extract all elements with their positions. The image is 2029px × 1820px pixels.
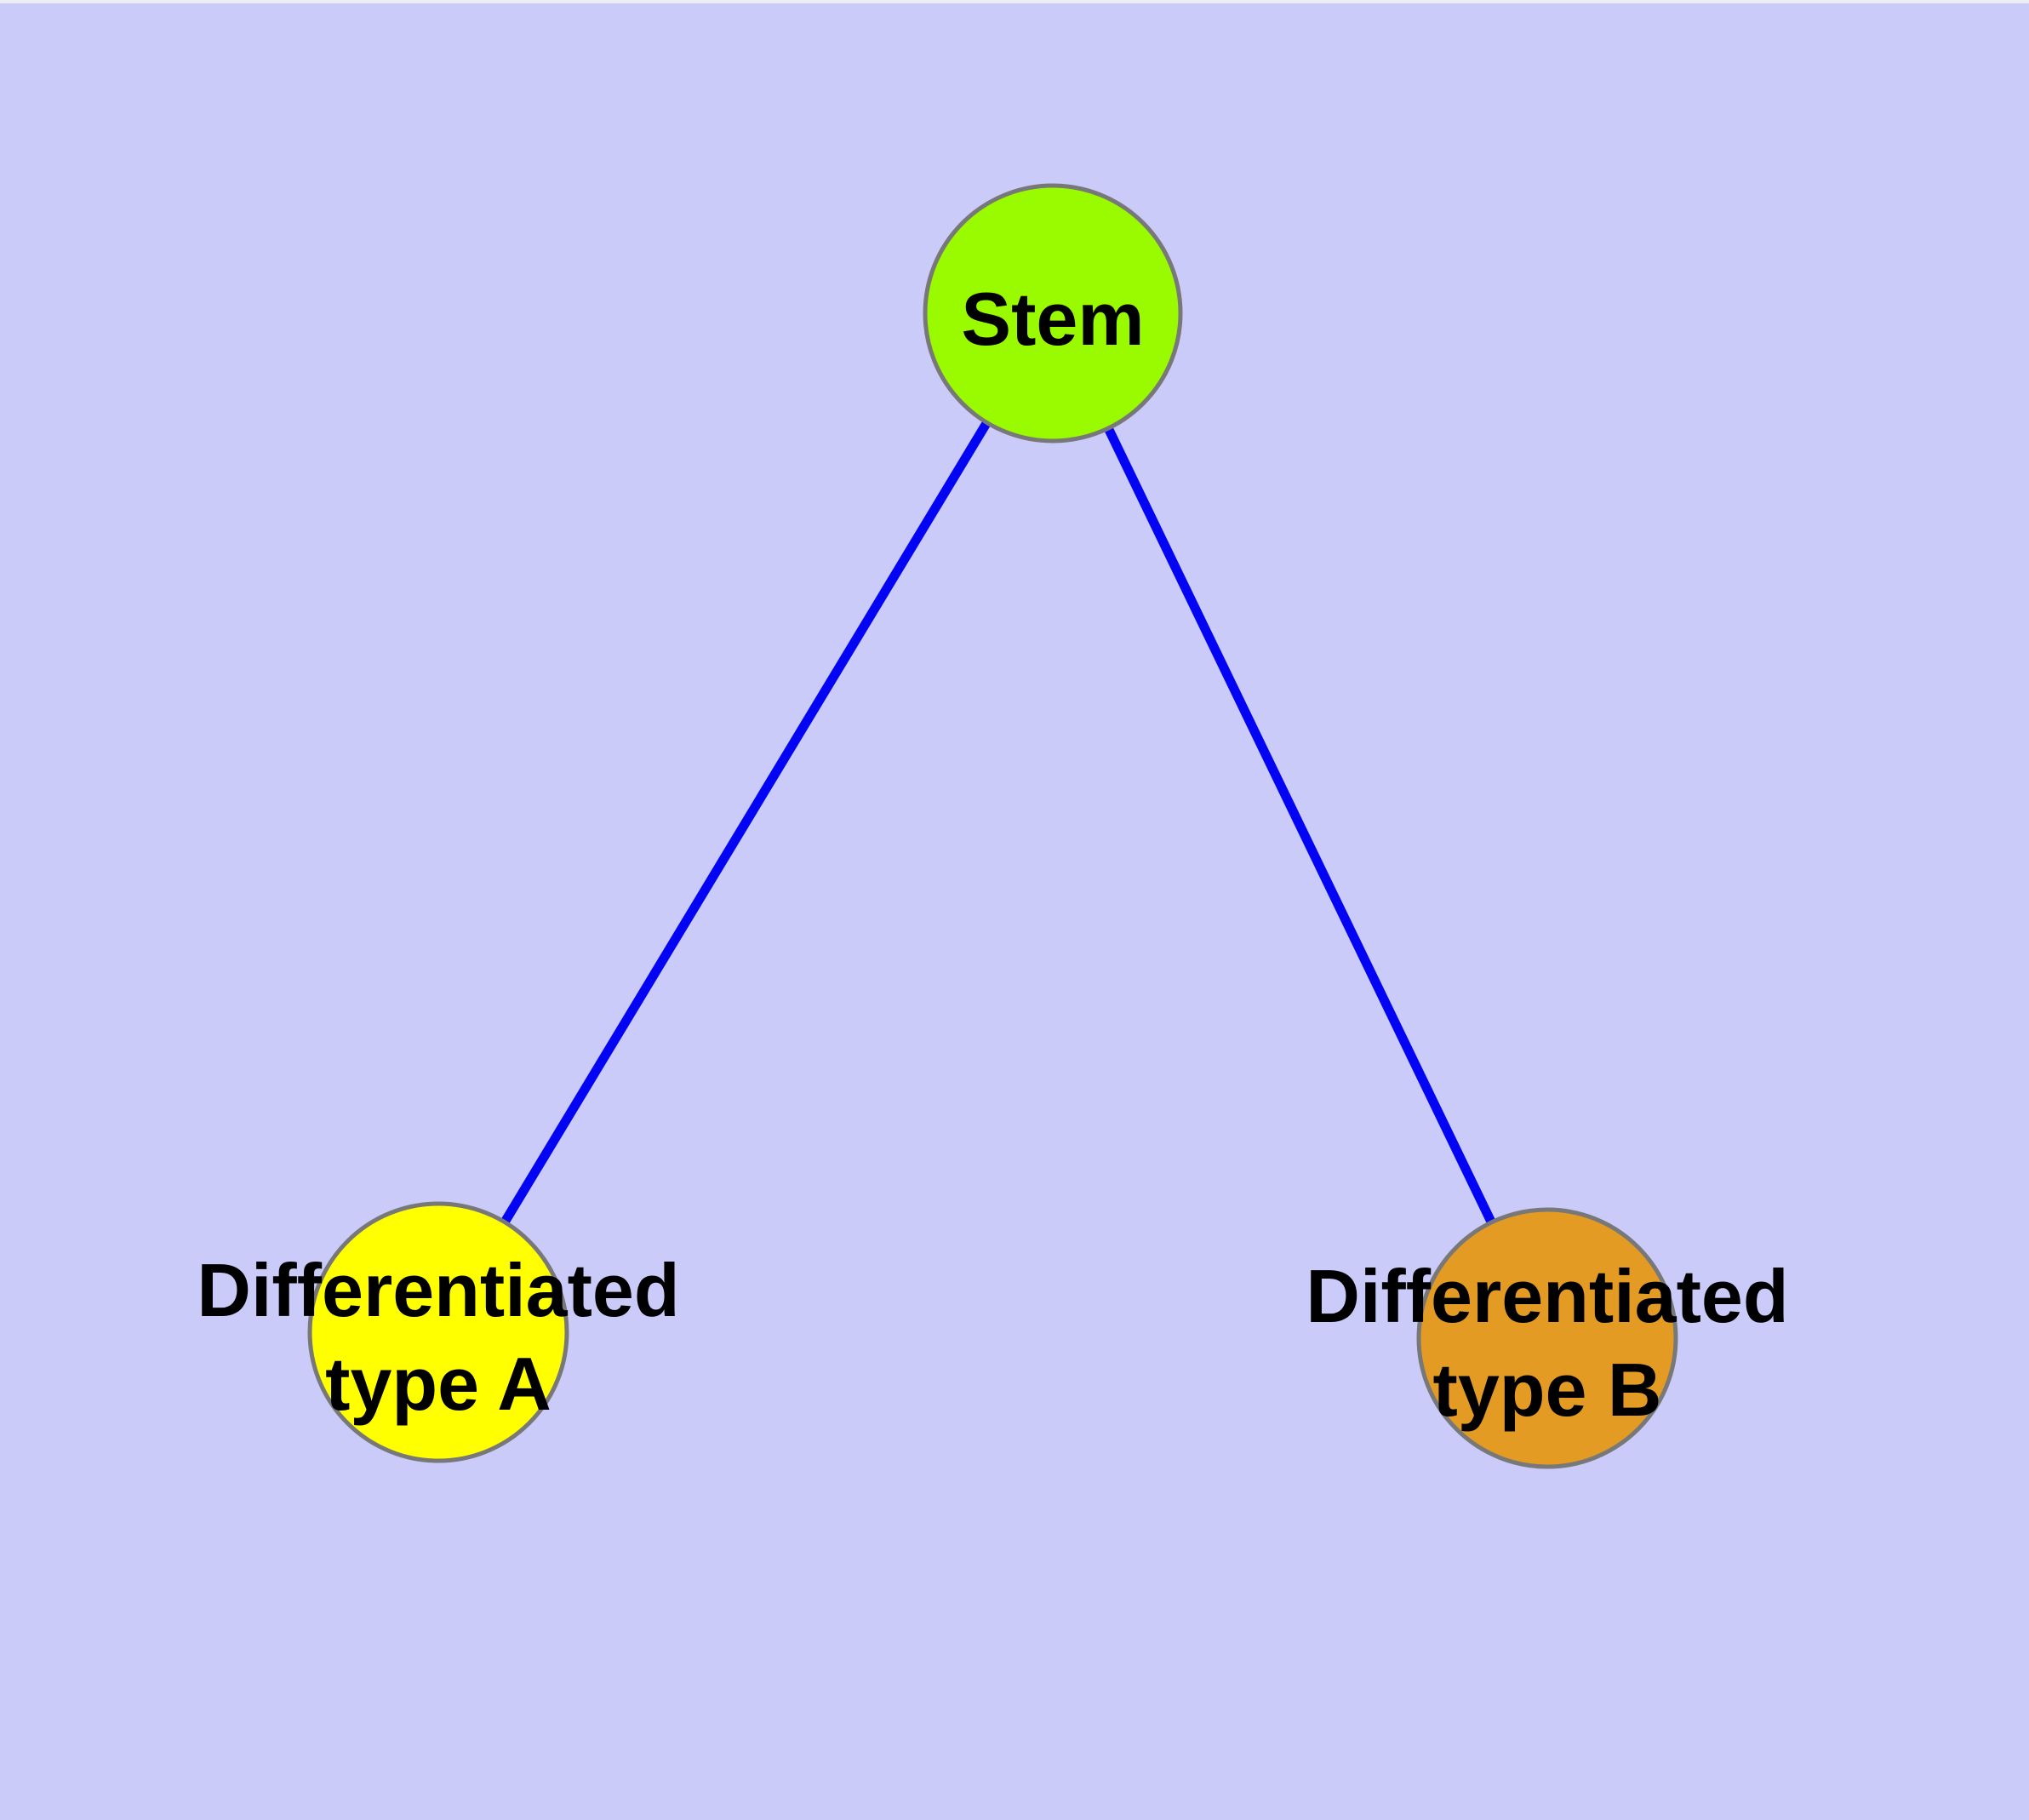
node-type-b-label-line1: Differentiated [1306,1254,1788,1338]
node-type-a-circle[interactable] [307,1201,569,1463]
node-type-b-circle[interactable] [1416,1207,1678,1469]
node-stem-label: Stem [961,277,1144,361]
node-type-a-label-line1: Differentiated [197,1248,679,1332]
node-stem-circle[interactable] [923,183,1183,444]
top-edge-strip [0,0,2029,3]
node-differentiated-type-b: Differentiated type B [1306,1207,1789,1469]
edge-stem-to-type-a [434,311,1057,1335]
node-differentiated-type-a: Differentiated type A [197,1201,680,1463]
node-type-a-label-line2: type A [325,1342,552,1426]
node-stem: Stem [923,183,1183,444]
node-type-b-label-line2: type B [1433,1348,1662,1432]
edge-stem-to-type-b [1049,311,1552,1341]
